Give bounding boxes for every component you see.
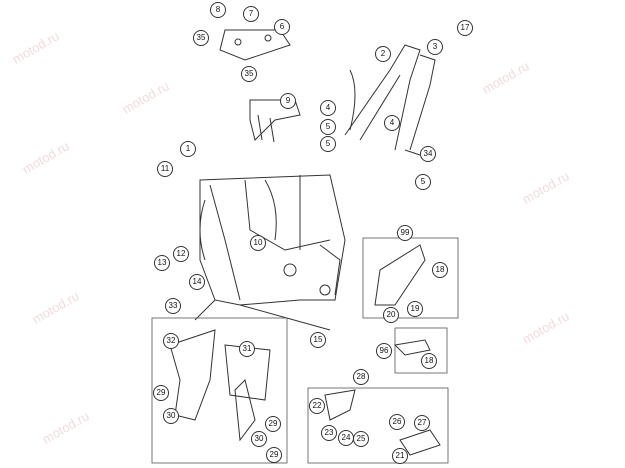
callout-30: 30: [251, 431, 267, 447]
callout-29: 29: [266, 447, 282, 463]
callout-35: 35: [241, 66, 257, 82]
callout-11: 11: [157, 161, 173, 177]
callout-26: 26: [389, 414, 405, 430]
callout-7: 7: [243, 6, 259, 22]
callout-35: 35: [193, 30, 209, 46]
callout-5: 5: [320, 119, 336, 135]
callout-20: 20: [383, 307, 399, 323]
callout-10: 10: [250, 235, 266, 251]
callout-25: 25: [353, 431, 369, 447]
callout-99: 99: [397, 225, 413, 241]
callout-34: 34: [420, 146, 436, 162]
callout-32: 32: [163, 333, 179, 349]
callout-18: 18: [432, 262, 448, 278]
callout-9: 9: [280, 93, 296, 109]
callout-24: 24: [338, 430, 354, 446]
callout-2: 2: [375, 46, 391, 62]
callout-13: 13: [154, 255, 170, 271]
callout-27: 27: [414, 415, 430, 431]
callout-15: 15: [310, 332, 326, 348]
callout-23: 23: [321, 425, 337, 441]
part-96-drawing: [393, 339, 431, 356]
box-96-frame: [394, 327, 448, 374]
callout-4: 4: [384, 115, 400, 131]
callout-5: 5: [320, 136, 336, 152]
pedal-28-drawing: [324, 389, 441, 456]
callout-17: 17: [457, 20, 473, 36]
main-frame-drawing: [194, 174, 346, 331]
callout-3: 3: [427, 39, 443, 55]
callout-21: 21: [392, 448, 408, 464]
callout-8: 8: [210, 2, 226, 18]
callout-28: 28: [353, 369, 369, 385]
callout-19: 19: [407, 301, 423, 317]
subframe-drawing: [344, 44, 436, 156]
guard-99-drawing: [374, 244, 426, 306]
callout-18: 18: [421, 353, 437, 369]
callout-5: 5: [415, 174, 431, 190]
callout-12: 12: [173, 246, 189, 262]
callout-14: 14: [189, 274, 205, 290]
callout-1: 1: [180, 141, 196, 157]
callout-4: 4: [320, 100, 336, 116]
callout-96: 96: [376, 343, 392, 359]
box-28-frame: [307, 387, 449, 464]
callout-30: 30: [163, 408, 179, 424]
callout-22: 22: [309, 398, 325, 414]
skid-plate-drawing: [169, 329, 271, 442]
callout-29: 29: [153, 385, 169, 401]
callout-31: 31: [239, 341, 255, 357]
bracket-drawing: [219, 29, 291, 61]
callout-33: 33: [165, 298, 181, 314]
callout-6: 6: [274, 19, 290, 35]
box-33-frame: [151, 317, 288, 464]
callout-29: 29: [265, 416, 281, 432]
